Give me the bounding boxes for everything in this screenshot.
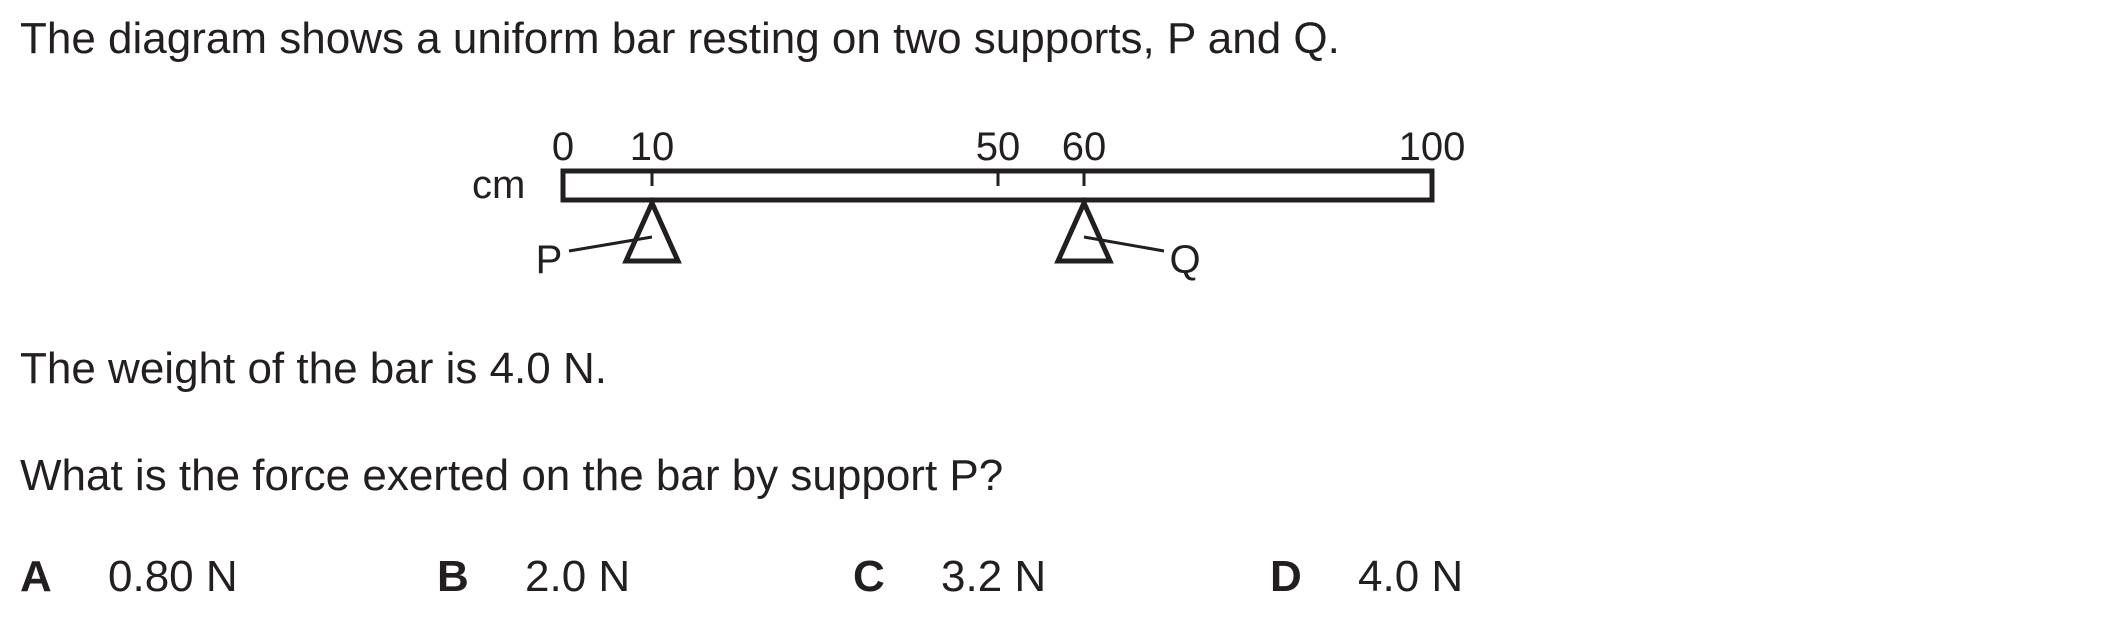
option-a[interactable]: A 0.80 N: [20, 552, 238, 602]
support-p-triangle: [622, 196, 682, 264]
support-q-leader-line: [1083, 235, 1165, 253]
weight-statement: The weight of the bar is 4.0 N.: [20, 344, 607, 393]
option-b-letter: B: [437, 552, 469, 601]
option-b-text: 2.0 N: [525, 552, 631, 601]
option-a-text: 0.80 N: [108, 552, 238, 601]
support-p-leader-line: [568, 235, 653, 253]
scale-label-50: 50: [976, 125, 1021, 169]
question-intro: The diagram shows a uniform bar resting …: [20, 14, 1340, 63]
option-c[interactable]: C 3.2 N: [853, 552, 1046, 602]
support-q-triangle: [1054, 196, 1114, 264]
option-b[interactable]: B 2.0 N: [437, 552, 630, 602]
unit-label: cm: [472, 163, 525, 207]
question-prompt: What is the force exerted on the bar by …: [20, 451, 1004, 500]
option-c-text: 3.2 N: [941, 552, 1047, 601]
scale-label-100: 100: [1399, 125, 1466, 169]
support-p-label: P: [536, 238, 563, 282]
option-a-letter: A: [20, 552, 52, 601]
option-c-letter: C: [853, 552, 885, 601]
scale-label-60: 60: [1062, 125, 1107, 169]
option-d[interactable]: D 4.0 N: [1270, 552, 1463, 602]
option-d-text: 4.0 N: [1358, 552, 1464, 601]
option-d-letter: D: [1270, 552, 1302, 601]
scale-label-0: 0: [552, 125, 574, 169]
scale-label-10: 10: [630, 125, 675, 169]
support-q-label: Q: [1169, 238, 1200, 282]
bar-diagram: cm 0 10 50 60 100 P Q: [472, 125, 1466, 282]
